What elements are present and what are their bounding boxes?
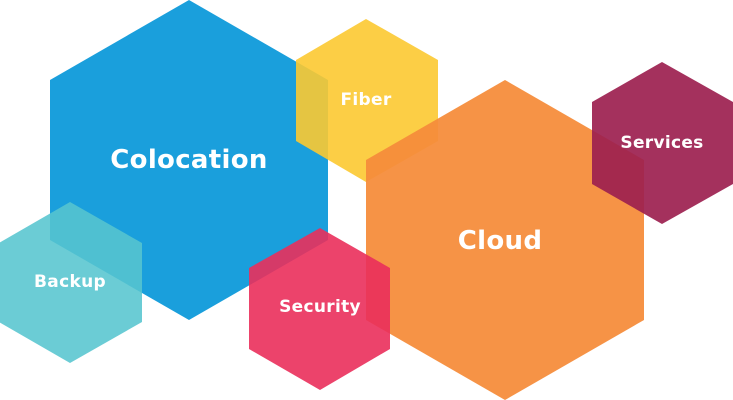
fiber-label: Fiber <box>340 90 392 110</box>
backup-hexagon <box>0 202 142 363</box>
security-hexagon <box>249 228 390 390</box>
cloud-hexagon <box>366 80 644 400</box>
security-label: Security <box>279 297 361 317</box>
services-label: Services <box>620 133 704 153</box>
backup-label: Backup <box>34 272 106 292</box>
services-hexagon <box>592 62 733 224</box>
cloud-label: Cloud <box>457 226 543 256</box>
colocation-label: Colocation <box>110 145 268 175</box>
